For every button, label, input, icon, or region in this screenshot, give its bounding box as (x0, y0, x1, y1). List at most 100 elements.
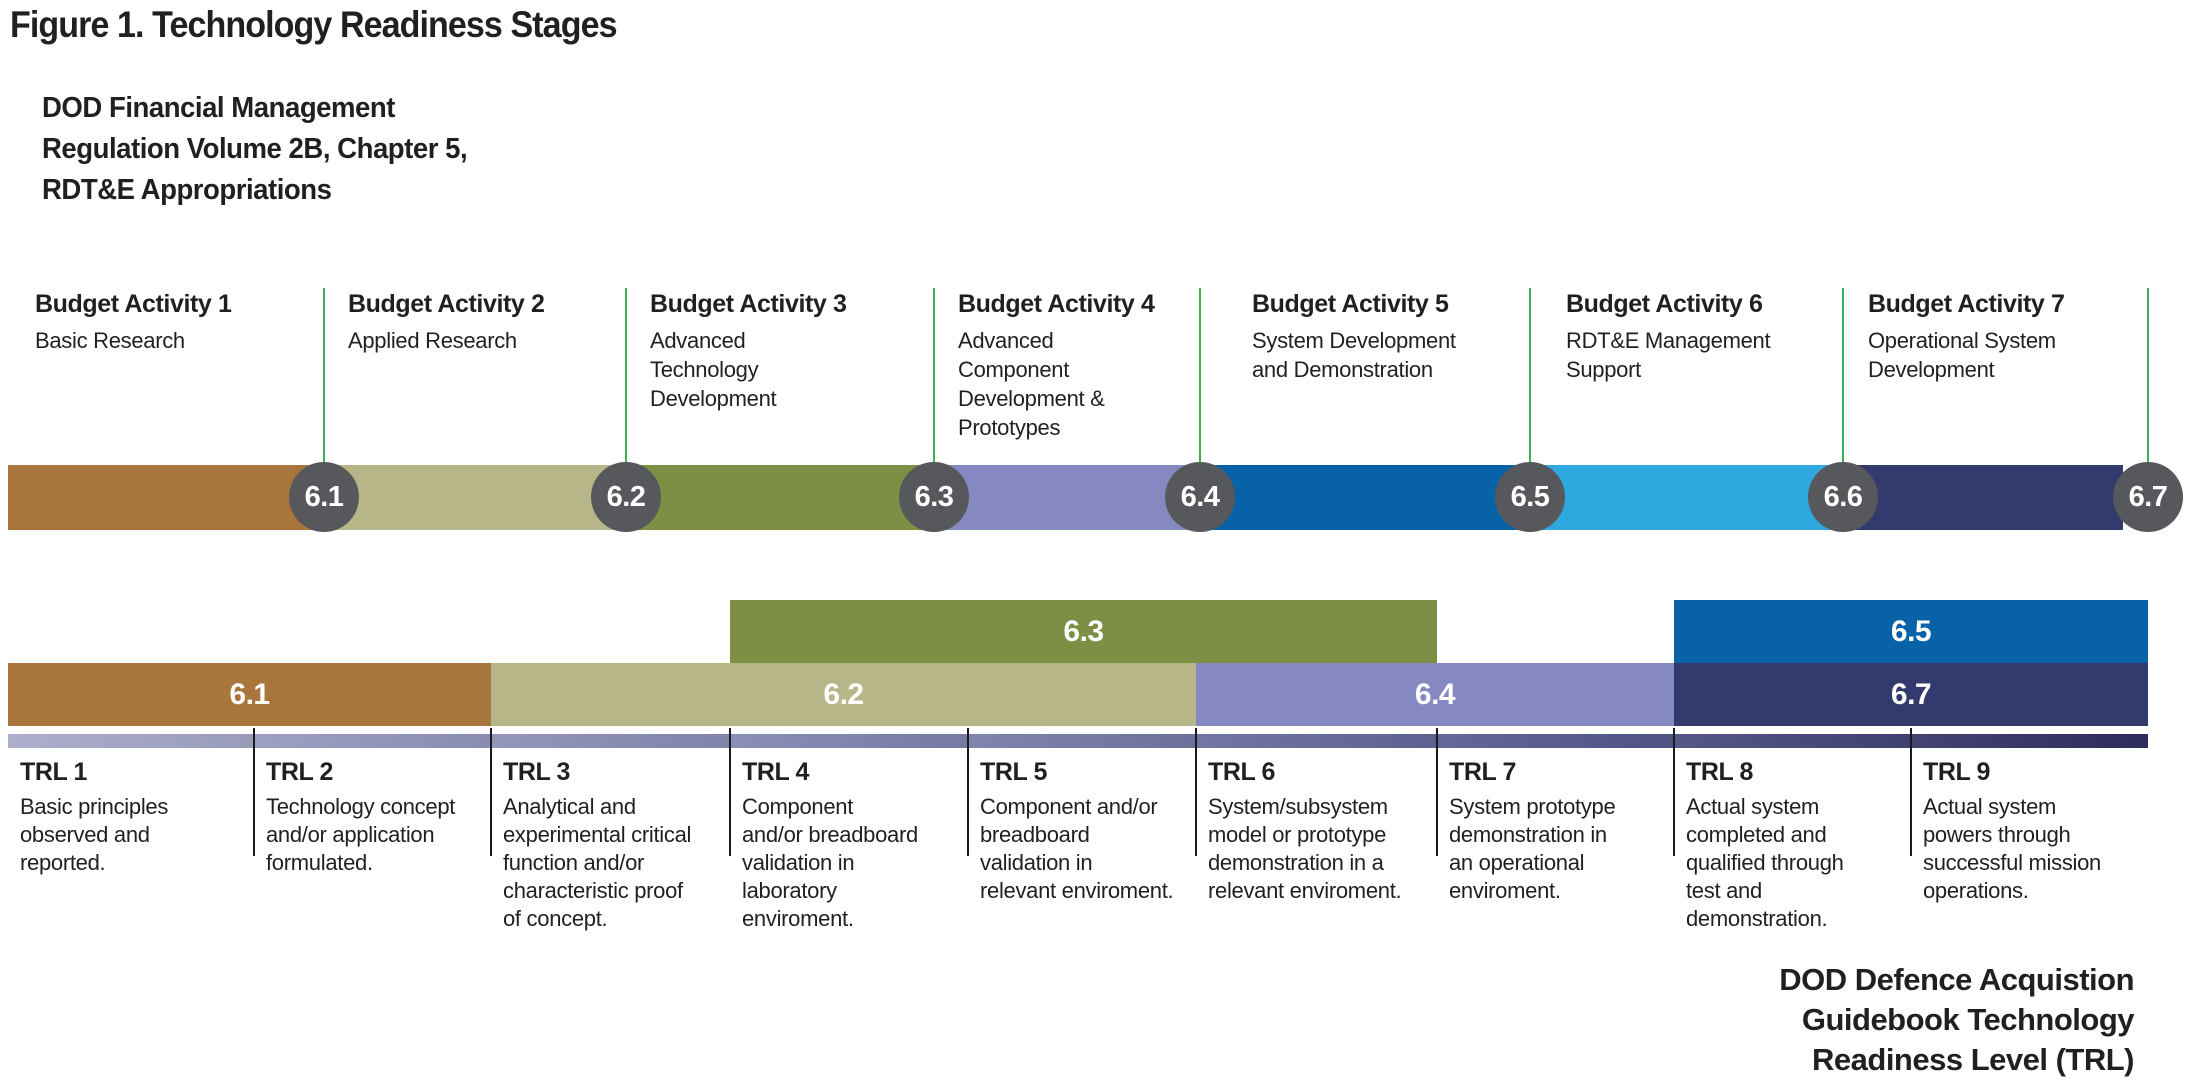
trl-tick-strip-segment (491, 734, 730, 748)
trl-span-bar-6.5: 6.5 (1674, 600, 2148, 663)
trl-name: TRL 9 (1923, 758, 1990, 786)
budget-activity-desc: Basic Research (35, 328, 185, 353)
source-note-dag-line: Guidebook Technology (1801, 1002, 2135, 1037)
trl-column-separator (1195, 728, 1197, 856)
connector-line (323, 288, 325, 480)
trl-tick-strip-segment (1911, 734, 2148, 748)
trl-tick-strip-segment (254, 734, 491, 748)
funding-code-circle-6.6: 6.6 (1808, 462, 1878, 532)
source-note-dag-line: Readiness Level (TRL) (1812, 1042, 2134, 1077)
source-note-fmr-line: Regulation Volume 2B, Chapter 5, (42, 133, 468, 165)
funding-code-circle-6.4: 6.4 (1165, 462, 1235, 532)
trl-tick-strip-segment (968, 734, 1196, 748)
trl-span-bar-6.1: 6.1 (8, 663, 491, 726)
figure-title: Figure 1. Technology Readiness Stages (10, 4, 618, 45)
trl-span-bar-6.7: 6.7 (1674, 663, 2148, 726)
budget-activity-name: Budget Activity 7 (1868, 290, 2065, 318)
trl-tick-strip-segment (1196, 734, 1437, 748)
trl-name: TRL 2 (266, 758, 333, 786)
funding-bar-segment-6.3 (626, 465, 934, 530)
source-note-dag: DOD Defence Acquistion Guidebook Technol… (1779, 960, 2134, 1080)
source-note-dod-fmr: DOD Financial Management Regulation Volu… (42, 88, 468, 211)
connector-line (1842, 288, 1844, 480)
funding-bar-segment-6.5 (1200, 465, 1530, 530)
budget-activity-name: Budget Activity 5 (1252, 290, 1449, 318)
funding-bar-segment-6.4 (934, 465, 1200, 530)
funding-code-circle-6.5: 6.5 (1495, 462, 1565, 532)
trl-span-bar-6.2: 6.2 (491, 663, 1196, 726)
budget-activity-name: Budget Activity 6 (1566, 290, 1763, 318)
budget-activity-column: Budget Activity 1 Basic Research (35, 290, 320, 355)
connector-line (625, 288, 627, 480)
budget-activity-name: Budget Activity 1 (35, 290, 232, 318)
trl-column-separator (729, 728, 731, 856)
connector-line (2147, 288, 2149, 480)
trl-column-separator (1673, 728, 1675, 856)
trl-name: TRL 5 (980, 758, 1047, 786)
trl-span-bar-6.3: 6.3 (730, 600, 1437, 663)
connector-line (933, 288, 935, 480)
funding-code-circle-6.1: 6.1 (289, 462, 359, 532)
trl-name: TRL 6 (1208, 758, 1275, 786)
trl-column-separator (490, 728, 492, 856)
funding-bar-segment-6.2 (324, 465, 626, 530)
trl-tick-strip-segment (1674, 734, 1911, 748)
trl-tick-strip-segment (8, 734, 254, 748)
trl-column-separator (1910, 728, 1912, 856)
connector-line (1199, 288, 1201, 480)
funding-bar-segment-6.7 (1843, 465, 2123, 530)
trl-name: TRL 3 (503, 758, 570, 786)
funding-code-circle-6.7: 6.7 (2113, 462, 2183, 532)
trl-name: TRL 4 (742, 758, 809, 786)
trl-name: TRL 1 (20, 758, 87, 786)
funding-bar-segment-6.1 (8, 465, 324, 530)
budget-activity-name: Budget Activity 2 (348, 290, 545, 318)
budget-activity-name: Budget Activity 4 (958, 290, 1155, 318)
trl-span-bar-6.4: 6.4 (1196, 663, 1674, 726)
trl-column-separator (253, 728, 255, 856)
budget-activity-column: Budget Activity 2 Applied Research (348, 290, 633, 355)
trl-tick-strip-segment (730, 734, 968, 748)
trl-column-separator (1436, 728, 1438, 856)
trl-tick-strip-segment (1437, 734, 1674, 748)
funding-bar-segment-6.6 (1530, 465, 1843, 530)
connector-line (1529, 288, 1531, 480)
budget-activity-desc: Applied Research (348, 328, 517, 353)
trl-column-separator (967, 728, 969, 856)
funding-code-circle-6.3: 6.3 (899, 462, 969, 532)
source-note-fmr-line: DOD Financial Management (42, 92, 395, 124)
source-note-dag-line: DOD Defence Acquistion (1779, 962, 2134, 997)
source-note-fmr-line: RDT&E Appropriations (42, 174, 332, 206)
trl-name: TRL 7 (1449, 758, 1516, 786)
trl-name: TRL 8 (1686, 758, 1753, 786)
